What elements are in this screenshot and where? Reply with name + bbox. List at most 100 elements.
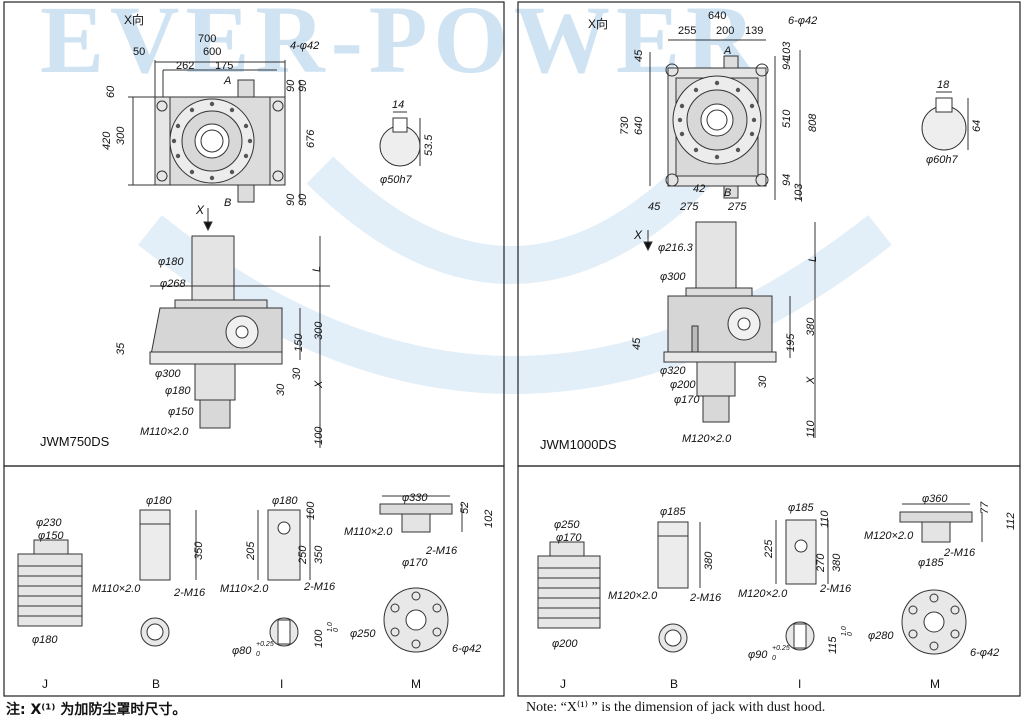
dim-676: 676 (305, 129, 317, 148)
br-M-thread: M120×2.0 (864, 530, 914, 542)
bl-I-phi80: φ80 (232, 645, 252, 657)
left-shaft-dia: φ50h7 (380, 174, 413, 186)
label-B: B (224, 197, 231, 209)
br-M-112: 112 (1005, 512, 1017, 530)
bl-label-B: B (152, 677, 160, 691)
dim-139: 139 (745, 25, 763, 37)
dim-L: L (311, 266, 323, 272)
dim-35: 35 (115, 342, 127, 355)
dim-640-top: 640 (708, 10, 726, 22)
dim-255: 255 (678, 25, 696, 37)
dim-45-bottom: 45 (648, 201, 661, 213)
panel-frames (3, 1, 1021, 697)
bl-M-phi330: φ330 (402, 492, 428, 504)
dim-94-top: 94 (781, 58, 793, 70)
dim-phi268: φ268 (160, 278, 186, 290)
dim-50: 50 (133, 46, 145, 58)
bl-I-tol-lower: 0 (256, 651, 260, 658)
bl-I-tol2-upper: 1.0 (327, 622, 334, 632)
br-bellows-J (537, 541, 601, 629)
dim-phi170: φ170 (674, 394, 700, 406)
bl-I-tol2-lower: 0 (333, 628, 340, 632)
br-M-phi360: φ360 (922, 493, 948, 505)
dim-90-a: 90 (285, 79, 297, 92)
dim-110: 110 (805, 420, 817, 438)
bl-M-phi250: φ250 (350, 628, 376, 640)
right-top-bolts (677, 80, 757, 160)
bl-M-holes: 6-φ42 (452, 643, 481, 655)
dim-6-bolt-holes: 6-φ42 (788, 15, 817, 27)
watermark-text: EVER-POWER (40, 0, 761, 93)
br-M-phi280: φ280 (868, 630, 894, 642)
br-I-380: 380 (831, 553, 843, 572)
dim-420: 420 (101, 131, 113, 150)
bl-I-tol-upper: +0.25 (256, 641, 274, 648)
br-adapter-B (657, 521, 701, 653)
dim-808: 808 (807, 113, 819, 132)
bl-clevis-I (257, 509, 311, 647)
dim-4-bolt-holes: 4-φ42 (290, 40, 319, 52)
dim-200: 200 (716, 25, 734, 37)
dim-42: 42 (693, 183, 705, 195)
dim-30-top: 30 (291, 367, 303, 380)
br-M-holes: 6-φ42 (970, 647, 999, 659)
dim-30-bottom: 30 (275, 383, 287, 396)
right-shaft-dia: φ60h7 (926, 154, 959, 166)
dim-700: 700 (198, 33, 216, 45)
dim-30-right: 30 (757, 375, 769, 388)
note-english: Note: “X⁽¹⁾ ” is the dimension of jack w… (526, 700, 826, 715)
dim-phi200: φ200 (670, 379, 696, 391)
dim-103-top: 103 (781, 41, 793, 60)
br-J-phi170: φ170 (556, 532, 582, 544)
br-I-tol-lower: 0 (772, 655, 776, 662)
bl-I-350: 350 (313, 545, 325, 564)
right-key-width: 18 (937, 79, 950, 91)
right-model-label: JWM1000DS (540, 437, 617, 452)
bl-I-100: 100 (305, 501, 317, 520)
br-I-110: 110 (819, 510, 831, 528)
right-x-arrow-label: X (633, 228, 643, 242)
br-J-phi200: φ200 (552, 638, 578, 650)
bl-adapter-B (139, 509, 197, 647)
br-flange-M (899, 503, 983, 655)
dim-103-bottom: 103 (793, 183, 805, 202)
bl-bellows-J (17, 539, 83, 627)
bl-label-J: J (42, 677, 48, 691)
bl-I-250: 250 (297, 545, 309, 565)
br-label-B: B (670, 677, 678, 691)
dim-262: 262 (176, 60, 194, 72)
dim-175: 175 (215, 60, 233, 72)
bl-label-M: M (411, 677, 421, 691)
dim-45-top: 45 (633, 49, 645, 62)
bl-B-bolt: 2-M16 (173, 587, 206, 599)
br-B-phi185: φ185 (660, 506, 686, 518)
dim-150: 150 (293, 333, 305, 352)
dim-phi150: φ150 (168, 406, 194, 418)
br-I-tol2-lower: 0 (847, 632, 854, 636)
dim-300-height: 300 (313, 321, 325, 340)
br-label-J: J (560, 677, 566, 691)
bl-I-205: 205 (245, 541, 257, 561)
right-key-depth: 64 (971, 120, 983, 132)
left-key-depth: 53.5 (423, 134, 435, 156)
bl-J-phi180: φ180 (32, 634, 58, 646)
br-I-phi90: φ90 (748, 649, 768, 661)
br-I-phi185: φ185 (788, 502, 814, 514)
bl-M-phi170: φ170 (402, 557, 428, 569)
br-B-thread: M120×2.0 (608, 590, 658, 602)
dim-X-right: X (805, 376, 817, 385)
bl-B-thread: M110×2.0 (92, 583, 141, 595)
br-J-phi250: φ250 (554, 519, 580, 531)
right-label-A: A (723, 45, 731, 57)
left-x-view-label: X向 (124, 12, 144, 27)
dim-100: 100 (313, 426, 325, 445)
bl-B-350: 350 (193, 541, 205, 560)
label-A: A (223, 75, 231, 87)
br-B-380: 380 (703, 551, 715, 570)
br-label-M: M (930, 677, 940, 691)
bl-flange-M (379, 495, 463, 653)
bl-M-52: 52 (459, 502, 471, 514)
dim-600: 600 (203, 46, 221, 58)
bl-J-phi230: φ230 (36, 517, 62, 529)
